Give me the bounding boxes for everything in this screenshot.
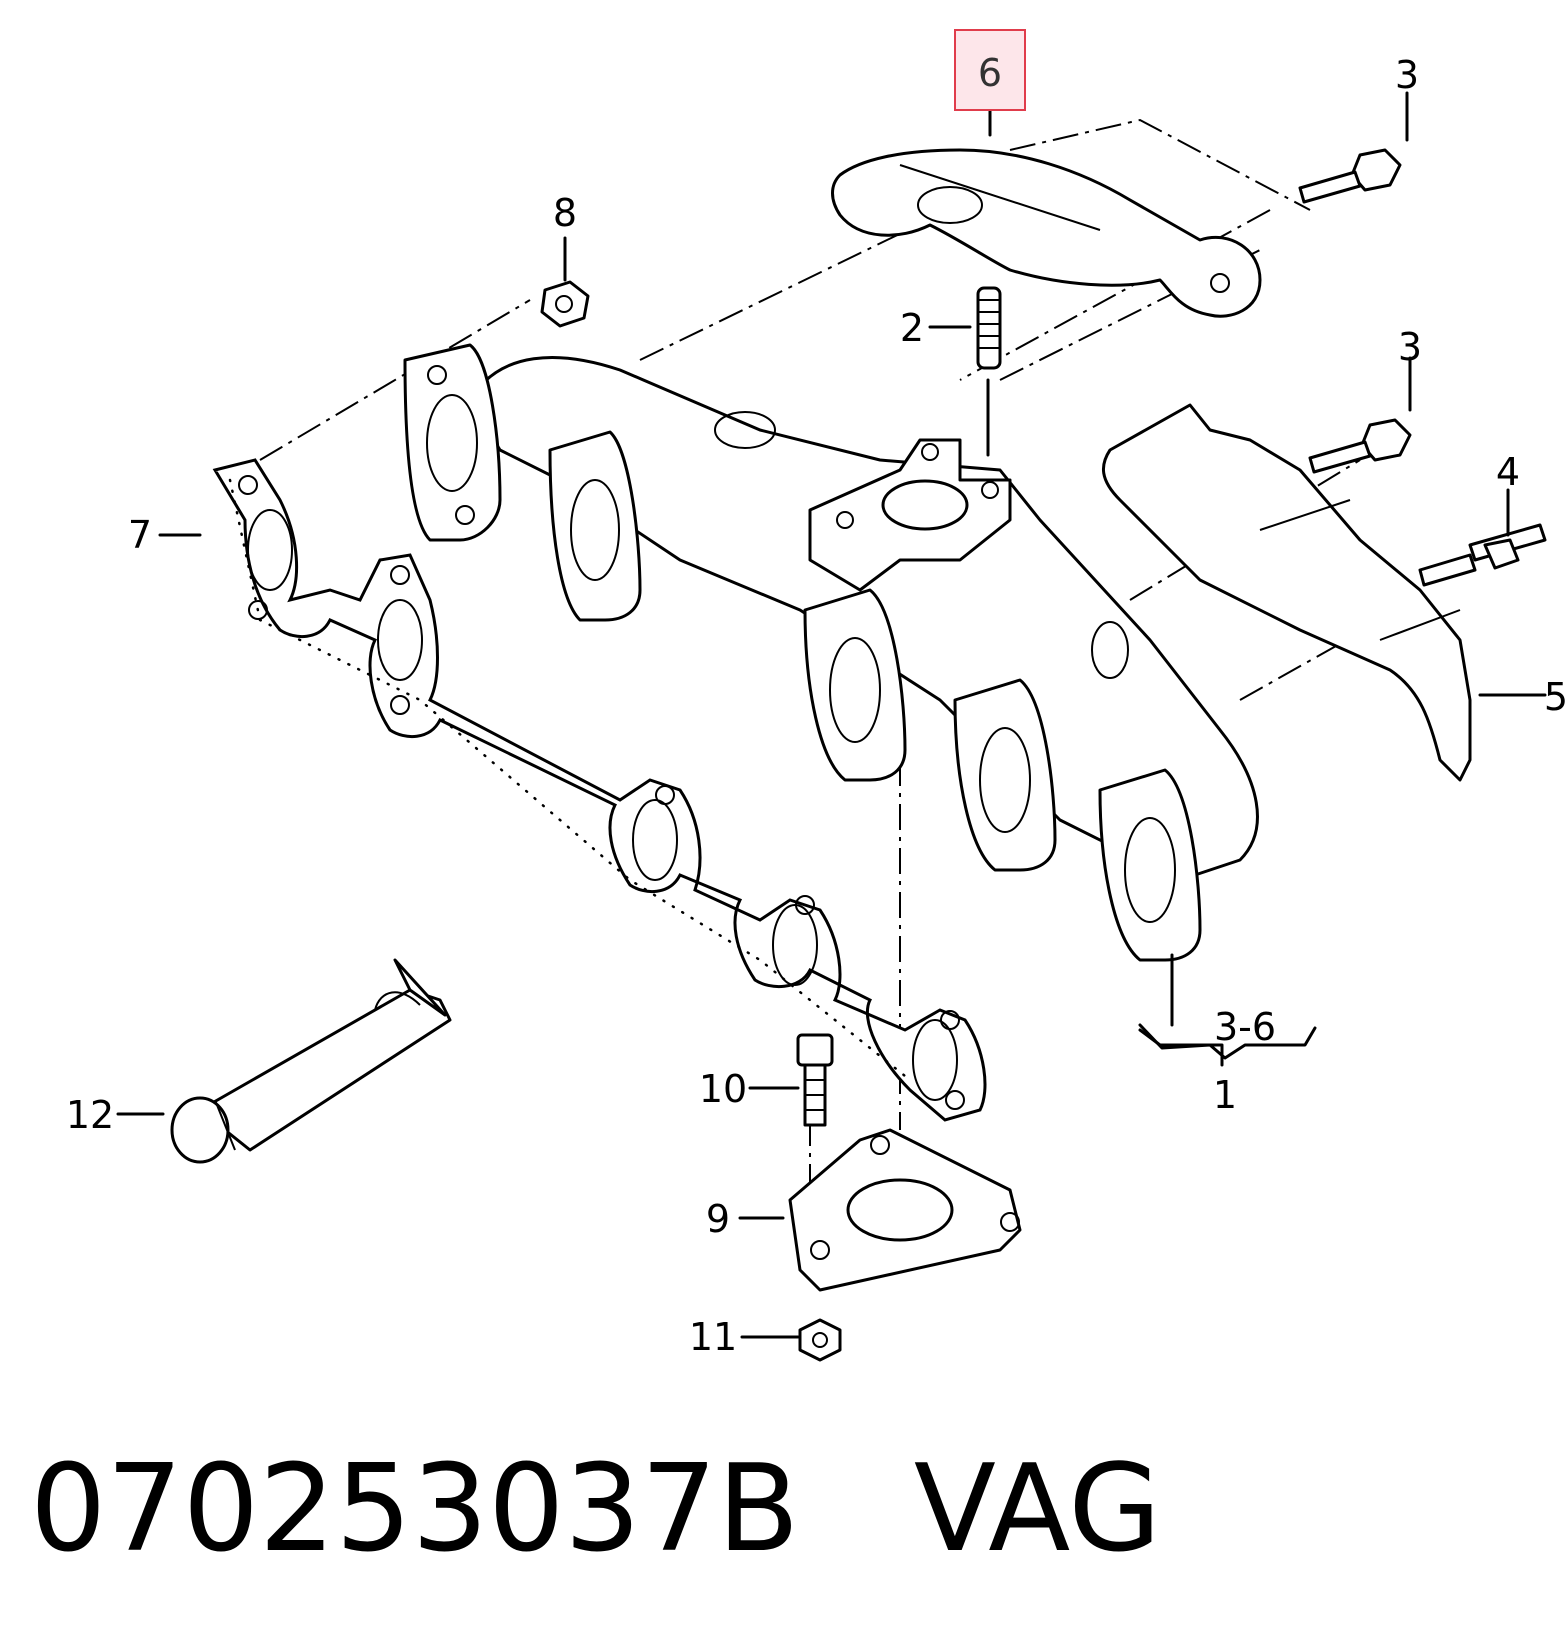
callout-11[interactable]: 11 <box>689 1315 737 1359</box>
callout-3-upper[interactable]: 3 <box>1395 53 1419 97</box>
manifold-gasket <box>212 458 987 1122</box>
callout-3-6[interactable]: 3-6 <box>1214 1005 1276 1049</box>
bolt-3-lower <box>1308 418 1412 474</box>
stud-4 <box>1418 523 1547 587</box>
nut-11 <box>798 1318 842 1362</box>
callout-8[interactable]: 8 <box>553 191 577 235</box>
stud-2 <box>976 286 1002 370</box>
part-number-caption: 070253037B VAG <box>30 1440 1161 1580</box>
leader-lines <box>116 91 1547 1339</box>
turbo-flange-gasket <box>788 1128 1022 1292</box>
exhaust-manifold-diagram: 6 3 8 2 3 4 7 5 3-6 1 10 12 9 11 <box>66 29 1568 1362</box>
manifold-port-flanges <box>403 343 1202 962</box>
side-heat-shield <box>1101 403 1472 782</box>
callout-4[interactable]: 4 <box>1496 450 1520 494</box>
sealant-tube-12 <box>170 958 452 1164</box>
callout-5[interactable]: 5 <box>1544 675 1568 719</box>
callout-1[interactable]: 1 <box>1213 1073 1237 1117</box>
callout-7[interactable]: 7 <box>128 513 152 557</box>
callout-3-lower[interactable]: 3 <box>1398 325 1422 369</box>
callout-6[interactable]: 6 <box>978 51 1002 95</box>
part-number: 070253037B <box>30 1440 800 1579</box>
brand-name: VAG <box>913 1440 1162 1579</box>
callout-2[interactable]: 2 <box>900 306 924 350</box>
callout-12[interactable]: 12 <box>66 1093 114 1137</box>
upper-heat-shield <box>831 148 1262 318</box>
bolt-3-upper <box>1298 148 1402 204</box>
callout-9[interactable]: 9 <box>706 1197 730 1241</box>
highlighted-callout-box <box>954 29 1026 111</box>
nut-8 <box>540 280 590 328</box>
bolt-10 <box>796 1033 834 1127</box>
callout-10[interactable]: 10 <box>699 1067 747 1111</box>
exhaust-manifold <box>403 343 1259 962</box>
